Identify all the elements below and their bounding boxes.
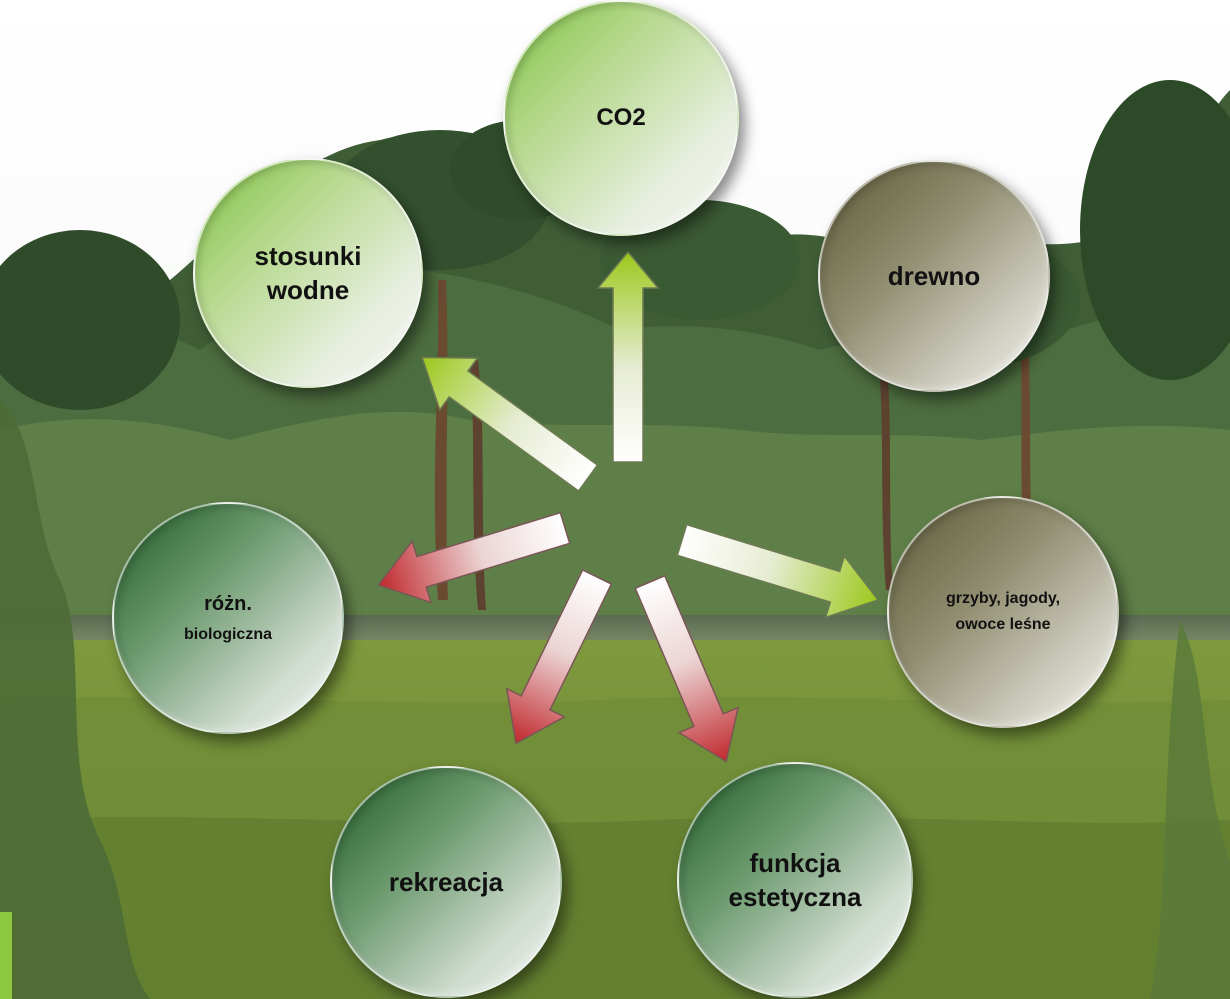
node-drewno: drewno bbox=[818, 160, 1050, 392]
node-funkcja-estetyczna: funkcja estetyczna bbox=[677, 762, 913, 998]
node-stosunki-line1: stosunki bbox=[254, 241, 362, 271]
node-co2: CO2 bbox=[503, 0, 739, 236]
node-grzyby-line2: owoce leśne bbox=[955, 616, 1051, 633]
arrow-to-roznorodnosc bbox=[377, 511, 571, 604]
arrow-to-grzyby bbox=[676, 523, 880, 619]
node-rekreacja-label: rekreacja bbox=[388, 866, 504, 897]
node-grzyby-jagody: grzyby, jagody, owoce leśne bbox=[887, 496, 1119, 728]
node-funkcja-line2: estetyczna bbox=[728, 882, 862, 912]
arrow-to-stosunki-wodne bbox=[421, 356, 599, 492]
node-rekreacja: rekreacja bbox=[330, 766, 562, 998]
node-stosunki-line2: wodne bbox=[266, 275, 350, 305]
node-stosunki-wodne: stosunki wodne bbox=[193, 158, 423, 388]
arrow-to-co2 bbox=[596, 250, 660, 463]
node-grzyby-line1: grzyby, jagody, bbox=[945, 590, 1061, 607]
node-roznorodnosc-line2: biologiczna bbox=[184, 625, 272, 643]
node-drewno-label: drewno bbox=[887, 260, 981, 291]
node-co2-label: CO2 bbox=[596, 104, 646, 131]
node-roznorodnosc-biologiczna: różn. biologiczna bbox=[112, 502, 344, 734]
node-funkcja-line1: funkcja bbox=[749, 848, 841, 878]
arrow-to-funkcja-estetyczna bbox=[634, 574, 740, 763]
node-roznorodnosc-line1: różn. bbox=[204, 592, 252, 615]
arrow-to-rekreacja bbox=[505, 568, 613, 745]
accent-bar bbox=[0, 912, 12, 999]
